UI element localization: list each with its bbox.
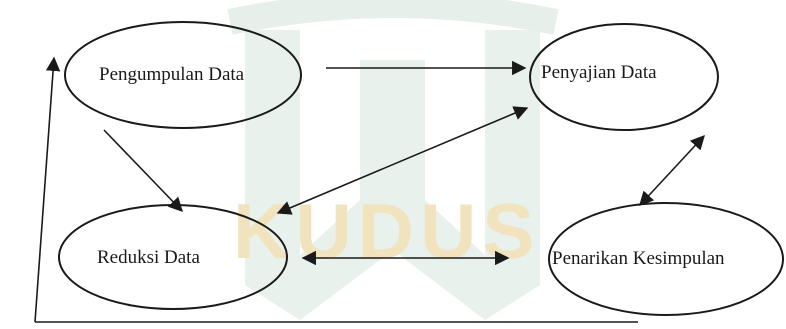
- feedback-arrow-to-pengumpulan: [34, 56, 61, 323]
- arrow-reduksi-penyajian: [276, 106, 529, 215]
- node-label: Penarikan Kesimpulan: [552, 248, 725, 269]
- node-label: Pengumpulan Data: [99, 64, 245, 85]
- arrow-pengumpulan-to-reduksi: [103, 129, 183, 213]
- node-ellipse: [64, 21, 302, 129]
- arrow-penyajian-penarikan: [639, 134, 705, 207]
- node-pengumpulan-data: Pengumpulan Data: [64, 21, 302, 129]
- node-penarikan-kesimpulan: Penarikan Kesimpulan: [548, 202, 784, 316]
- node-penyajian-data: Penyajian Data: [529, 23, 719, 131]
- watermark: KUDUS: [227, 0, 559, 320]
- watermark-arc: [227, 0, 559, 35]
- node-label: Reduksi Data: [97, 247, 200, 268]
- watermark-book-shape: [245, 30, 540, 320]
- watermark-text: KUDUS: [233, 187, 540, 275]
- node-label: Penyajian Data: [541, 62, 657, 83]
- edges: [34, 56, 705, 323]
- node-ellipse: [529, 23, 719, 131]
